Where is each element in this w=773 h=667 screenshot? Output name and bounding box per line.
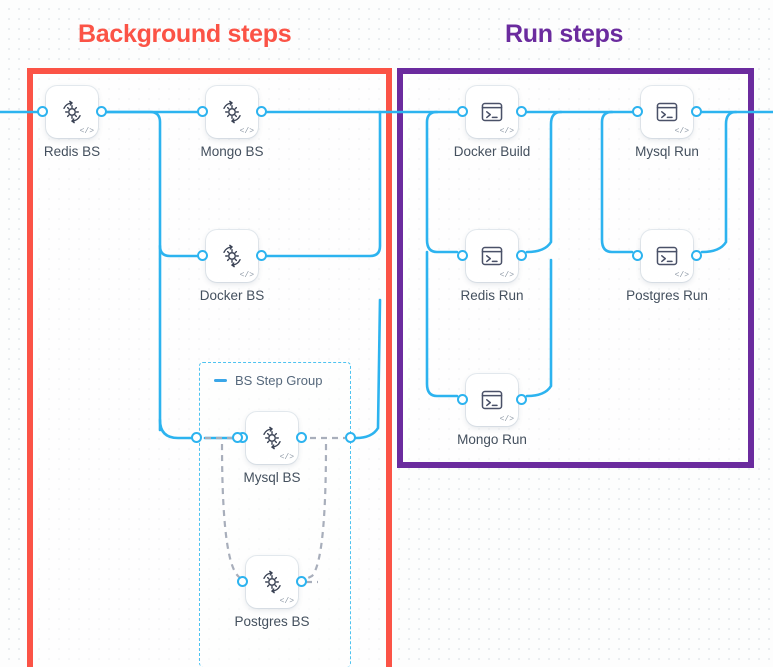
node-postgres-run-label: Postgres Run	[626, 288, 708, 303]
node-redis-run-card[interactable]: </>	[466, 230, 518, 282]
background-service-icon	[223, 100, 241, 124]
background-service-icon	[63, 100, 81, 124]
node-postgres-bs-label: Postgres BS	[234, 614, 310, 629]
node-mongo-run[interactable]: </> Mongo Run	[457, 374, 527, 447]
node-redis-bs-label: Redis BS	[43, 144, 101, 159]
node-docker-bs[interactable]: </> Docker BS	[197, 230, 267, 303]
bs-step-group-label: BS Step Group	[235, 373, 323, 388]
port-out[interactable]	[691, 250, 702, 261]
port-in[interactable]	[457, 250, 468, 261]
code-badge: </>	[239, 271, 254, 280]
node-mysql-bs-card[interactable]: </>	[246, 412, 298, 464]
terminal-icon	[481, 390, 503, 410]
port-out[interactable]	[516, 394, 527, 405]
node-postgres-bs-card[interactable]: </>	[246, 556, 298, 608]
port-in[interactable]	[457, 106, 468, 117]
node-redis-run-label: Redis Run	[460, 288, 524, 303]
port-out[interactable]	[516, 106, 527, 117]
node-mongo-bs-label: Mongo BS	[200, 144, 264, 159]
terminal-icon	[656, 246, 678, 266]
port-out[interactable]	[296, 432, 307, 443]
node-mongo-bs[interactable]: </> Mongo BS	[197, 86, 267, 159]
group-port-left-outer[interactable]	[191, 432, 202, 443]
node-postgres-run[interactable]: </> Postgres Run	[626, 230, 708, 303]
bs-step-group-header[interactable]: BS Step Group	[214, 373, 322, 388]
node-docker-build[interactable]: </> Docker Build	[454, 86, 530, 159]
terminal-icon	[481, 246, 503, 266]
node-mongo-bs-card[interactable]: </>	[206, 86, 258, 138]
node-mysql-run-card[interactable]: </>	[641, 86, 693, 138]
port-in[interactable]	[37, 106, 48, 117]
terminal-icon	[656, 102, 678, 122]
node-docker-bs-label: Docker BS	[199, 288, 265, 303]
port-in[interactable]	[237, 576, 248, 587]
node-postgres-run-card[interactable]: </>	[641, 230, 693, 282]
port-in[interactable]	[197, 250, 208, 261]
background-steps-title: Background steps	[78, 20, 292, 48]
port-out[interactable]	[691, 106, 702, 117]
node-docker-bs-card[interactable]: </>	[206, 230, 258, 282]
port-out[interactable]	[296, 576, 307, 587]
code-badge: </>	[499, 127, 514, 136]
code-badge: </>	[499, 271, 514, 280]
terminal-icon	[481, 102, 503, 122]
node-mysql-bs[interactable]: </> Mysql BS	[237, 412, 307, 485]
minus-icon[interactable]	[214, 379, 227, 382]
node-docker-build-label: Docker Build	[453, 144, 531, 159]
node-mysql-run[interactable]: </> Mysql Run	[632, 86, 702, 159]
port-in[interactable]	[632, 106, 643, 117]
node-redis-run[interactable]: </> Redis Run	[457, 230, 527, 303]
port-out[interactable]	[256, 250, 267, 261]
code-badge: </>	[674, 127, 689, 136]
background-service-icon	[223, 244, 241, 268]
node-mongo-run-label: Mongo Run	[457, 432, 527, 447]
code-badge: </>	[239, 127, 254, 136]
port-in[interactable]	[197, 106, 208, 117]
port-out[interactable]	[516, 250, 527, 261]
group-port-left-inner[interactable]	[232, 432, 243, 443]
node-redis-bs[interactable]: </> Redis BS	[37, 86, 107, 159]
code-badge: </>	[79, 127, 94, 136]
node-mysql-bs-label: Mysql BS	[243, 470, 301, 485]
node-mysql-run-label: Mysql Run	[635, 144, 699, 159]
port-in[interactable]	[457, 394, 468, 405]
run-steps-title: Run steps	[505, 20, 624, 48]
code-badge: </>	[499, 415, 514, 424]
run-steps-frame	[397, 68, 754, 468]
code-badge: </>	[674, 271, 689, 280]
group-port-right-outer[interactable]	[345, 432, 356, 443]
port-in[interactable]	[632, 250, 643, 261]
node-redis-bs-card[interactable]: </>	[46, 86, 98, 138]
node-docker-build-card[interactable]: </>	[466, 86, 518, 138]
port-out[interactable]	[256, 106, 267, 117]
node-mongo-run-card[interactable]: </>	[466, 374, 518, 426]
code-badge: </>	[279, 597, 294, 606]
background-service-icon	[263, 426, 281, 450]
background-service-icon	[263, 570, 281, 594]
code-badge: </>	[279, 453, 294, 462]
port-out[interactable]	[96, 106, 107, 117]
node-postgres-bs[interactable]: </> Postgres BS	[234, 556, 310, 629]
